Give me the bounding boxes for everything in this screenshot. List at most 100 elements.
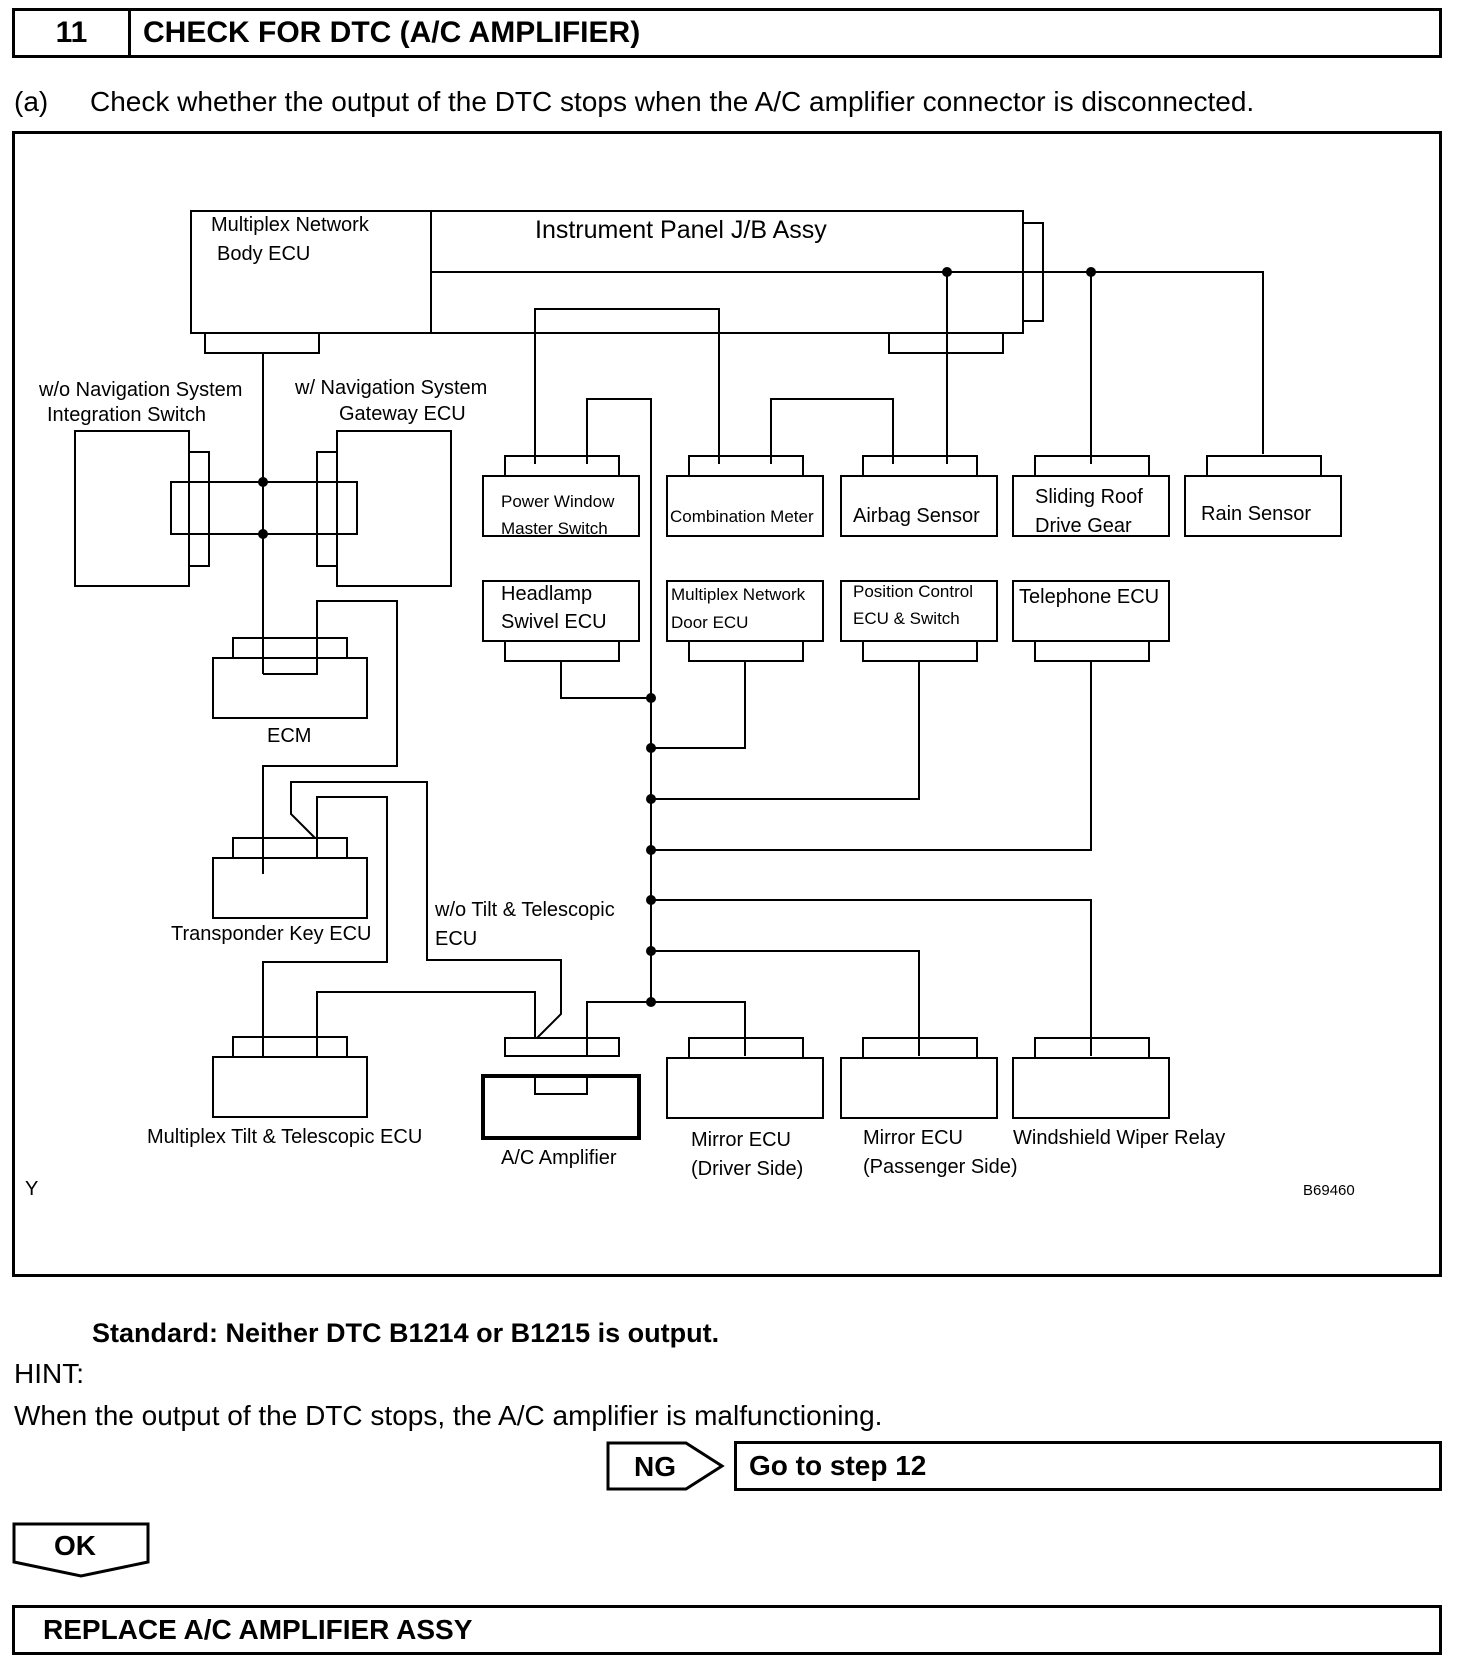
integration-switch-connector	[188, 451, 210, 567]
label-wo-tilt-2: ECU	[435, 928, 477, 950]
ok-label: OK	[54, 1530, 96, 1561]
label-door-ecu-1: Multiplex Network	[671, 585, 806, 604]
transponder-connector	[232, 837, 348, 859]
corner-label-left: Y	[25, 1178, 38, 1200]
sliding-roof-box	[1012, 475, 1170, 537]
ng-label: NG	[634, 1451, 676, 1482]
pw-connector	[504, 455, 620, 477]
junction-dot	[1086, 267, 1096, 277]
label-mirror-passenger-2: (Passenger Side)	[863, 1156, 1018, 1178]
junction-dots	[258, 267, 1096, 1007]
label-rain-sensor: Rain Sensor	[1201, 503, 1311, 525]
wiper-relay-box	[1012, 1057, 1170, 1119]
ac-inner-tab	[534, 1076, 588, 1095]
step-number: 11	[15, 11, 131, 55]
label-sliding-roof-2: Drive Gear	[1035, 515, 1132, 537]
label-w-nav-1: w/ Navigation System	[294, 377, 487, 399]
replace-step-box: REPLACE A/C AMPLIFIER ASSY	[12, 1605, 1442, 1655]
diagram-canvas: Multiplex Network Body ECU Instrument Pa…	[25, 210, 1355, 1200]
combo-airbag-line	[770, 398, 894, 464]
label-headlamp-1: Headlamp	[501, 583, 592, 605]
corner-label-right: B69460	[1303, 1182, 1355, 1199]
go-to-step-text: Go to step 12	[749, 1450, 927, 1481]
replace-text: REPLACE A/C AMPLIFIER ASSY	[43, 1614, 473, 1645]
ng-button[interactable]: NG	[606, 1441, 726, 1491]
mirror-driver-box	[666, 1057, 824, 1119]
rain-connector	[1206, 455, 1322, 477]
combo-connector	[688, 455, 804, 477]
step-header: 11 CHECK FOR DTC (A/C AMPLIFIER)	[12, 8, 1442, 58]
label-door-ecu-2: Door ECU	[671, 613, 748, 632]
headlamp-line	[560, 661, 651, 699]
step-title: CHECK FOR DTC (A/C AMPLIFIER)	[143, 16, 641, 49]
label-mirror-driver-2: (Driver Side)	[691, 1158, 803, 1180]
junction-dot	[646, 794, 656, 804]
position-control-line	[651, 661, 920, 800]
airbag-connector	[862, 455, 978, 477]
label-jb-assy: Instrument Panel J/B Assy	[535, 216, 827, 244]
ok-arrow-shape: OK	[12, 1522, 150, 1578]
wo-tilt-line	[290, 781, 562, 1039]
airbag-sensor-box	[840, 475, 998, 537]
wiper-line	[651, 899, 1092, 1056]
combination-meter-box	[666, 475, 824, 537]
hint-label: HINT:	[14, 1358, 84, 1389]
junction-dot	[646, 693, 656, 703]
body-ecu-connector	[204, 332, 320, 354]
headlamp-connector	[504, 640, 620, 662]
label-combination-meter: Combination Meter	[670, 507, 814, 526]
label-mirror-driver-1: Mirror ECU	[691, 1129, 791, 1151]
standard-text: Standard: Neither DTC B1214 or B1215 is …	[92, 1318, 720, 1348]
label-power-window-2: Master Switch	[501, 519, 608, 538]
gateway-ecu-connector	[316, 451, 338, 567]
tilt-box	[212, 1056, 368, 1118]
label-transponder: Transponder Key ECU	[171, 923, 371, 945]
ecm-transponder-line	[262, 600, 398, 874]
label-wo-tilt-1: w/o Tilt & Telescopic	[434, 899, 615, 921]
rain-sensor-box	[1184, 475, 1342, 537]
label-ac-amplifier: A/C Amplifier	[501, 1147, 617, 1169]
junction-dot	[646, 895, 656, 905]
ac-connector	[504, 1037, 620, 1057]
transponder-box	[212, 857, 368, 919]
mirror-passenger-box	[840, 1057, 998, 1119]
label-headlamp-2: Swivel ECU	[501, 611, 607, 633]
junction-dot	[646, 743, 656, 753]
telephone-connector	[1034, 640, 1150, 662]
junction-dot	[646, 946, 656, 956]
go-to-step-box[interactable]: Go to step 12	[734, 1441, 1442, 1491]
label-wo-nav-1: w/o Navigation System	[38, 379, 242, 401]
label-position-control-2: ECU & Switch	[853, 609, 960, 628]
tilt-connector	[232, 1036, 348, 1058]
instruction: (a) Check whether the output of the DTC s…	[14, 86, 1254, 118]
door-ecu-connector	[688, 640, 804, 662]
label-wo-nav-2: Integration Switch	[47, 404, 206, 426]
junction-dot	[646, 845, 656, 855]
position-control-connector	[862, 640, 978, 662]
label-ecm: ECM	[267, 725, 311, 747]
label-telephone-ecu: Telephone ECU	[1019, 586, 1159, 608]
hint-text: When the output of the DTC stops, the A/…	[14, 1400, 883, 1431]
tilt-ac-line	[316, 991, 536, 1057]
instruction-label: (a)	[14, 86, 49, 117]
label-position-control-1: Position Control	[853, 582, 973, 601]
ecm-box	[212, 657, 368, 719]
label-wiper-relay: Windshield Wiper Relay	[1013, 1127, 1225, 1149]
transponder-tilt-line	[262, 796, 388, 1057]
label-tilt-ecu: Multiplex Tilt & Telescopic ECU	[147, 1126, 422, 1148]
ac-amplifier-box	[481, 1074, 641, 1140]
instruction-text: Check whether the output of the DTC stop…	[90, 86, 1255, 117]
ok-button[interactable]: OK	[12, 1522, 150, 1578]
ecm-connector	[232, 637, 348, 659]
junction-dot	[646, 997, 656, 1007]
junction-dot	[258, 477, 268, 487]
mirror-driver-line	[651, 1001, 746, 1056]
wiring-diagram: Multiplex Network Body ECU Instrument Pa…	[12, 131, 1442, 1277]
junction-dot	[942, 267, 952, 277]
gateway-ecu-box	[336, 430, 452, 587]
pw-combo-line	[534, 308, 720, 464]
telephone-line	[651, 661, 1092, 851]
label-w-nav-2: Gateway ECU	[339, 403, 466, 425]
jb-bus-line	[431, 271, 1264, 454]
power-window-box	[482, 475, 640, 537]
